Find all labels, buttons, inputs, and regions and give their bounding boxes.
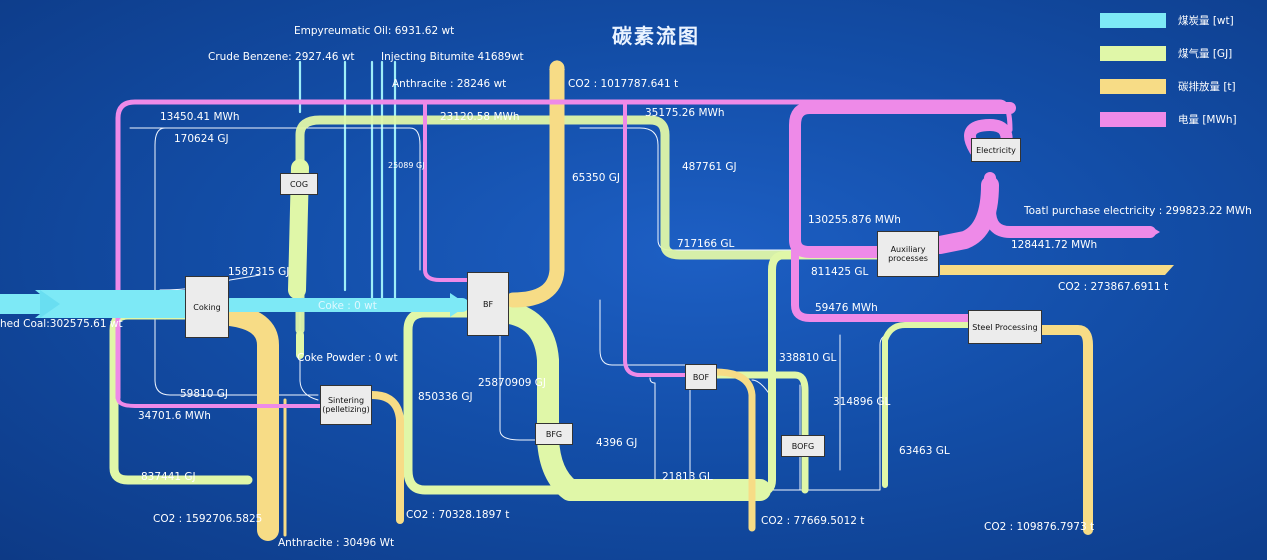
label-59810-gj: 59810 GJ	[180, 388, 228, 400]
flow-elec-bof	[623, 100, 688, 377]
flow-co2-bf-arrow	[549, 60, 565, 70]
label-co2-aux: CO2 : 273867.6911 t	[1058, 281, 1169, 293]
flow-elec-purchase-arrow	[1150, 226, 1160, 238]
legend-item-co2: 碳排放量 [t]	[1100, 78, 1260, 94]
flow-elec-to-aux	[931, 176, 999, 254]
label-4396-gj: 4396 GJ	[596, 437, 638, 449]
flow-elec-loop	[964, 119, 1013, 156]
label-59476-mwh: 59476 MWh	[815, 302, 878, 314]
label-837441-gj: 837441 GJ	[141, 471, 196, 483]
diagram-title: 碳素流图	[612, 24, 700, 48]
flow-coal-into-bf	[450, 293, 468, 317]
label-anthracite-sinter: Anthracite : 30496 Wt	[278, 537, 395, 549]
label-25870909-gj: 25870909 GJ	[478, 377, 547, 389]
flow-gas-cog-loop	[295, 115, 885, 335]
flow-coal-arrow	[40, 290, 60, 318]
node-steel-processing[interactable]: Steel Processing	[968, 310, 1042, 344]
node-auxiliary[interactable]: Auxiliary processes	[877, 231, 939, 277]
label-850336-gj: 850336 GJ	[418, 391, 473, 403]
node-coking[interactable]: Coking	[185, 276, 229, 338]
flow-co2-bf	[505, 60, 565, 308]
node-cog[interactable]: COG	[280, 173, 318, 195]
flow-gas-bof	[711, 371, 809, 494]
legend-item-coal: 煤炭量 [wt]	[1100, 12, 1260, 28]
flow-elec-steel	[791, 246, 972, 322]
label-13450-mwh: 13450.41 MWh	[160, 111, 240, 123]
flow-coal-washed	[0, 290, 188, 318]
label-338810-gl: 338810 GL	[779, 352, 837, 364]
node-sintering[interactable]: Sintering (pelletizing)	[320, 385, 372, 425]
flow-co2-sinter	[368, 391, 404, 524]
node-bofg[interactable]: BOFG	[781, 435, 825, 457]
node-electricity[interactable]: Electricity	[971, 138, 1021, 162]
legend-swatch-co2	[1100, 78, 1166, 94]
label-anthracite-bf: Anthracite : 28246 wt	[392, 78, 507, 90]
legend-swatch-coal	[1100, 12, 1166, 28]
label-130255-mwh: 130255.876 MWh	[808, 214, 901, 226]
legend-swatch-electricity	[1100, 111, 1166, 127]
legend-label-co2: 碳排放量 [t]	[1178, 80, 1236, 93]
label-65350-gj: 65350 GJ	[572, 172, 620, 184]
flow-line-gas-thin-3	[649, 334, 891, 493]
label-35175-mwh: 35175.26 MWh	[645, 107, 725, 119]
legend-label-coal: 煤炭量 [wt]	[1178, 14, 1234, 27]
node-bfg[interactable]: BFG	[535, 423, 573, 445]
label-63463-gl: 63463 GL	[899, 445, 950, 457]
label-coke: Coke : 0 wt	[318, 300, 377, 312]
label-injecting-bitumite: Injecting Bitumite 41689wt	[381, 51, 524, 63]
flow-elec-main	[115, 99, 1013, 401]
node-bf[interactable]: BF	[467, 272, 509, 336]
flow-elec-aux	[789, 102, 1016, 258]
legend-swatch-gas	[1100, 45, 1166, 61]
flow-co2-steel	[1035, 325, 1093, 535]
label-total-purchase: Toatl purchase electricity : 299823.22 M…	[1024, 205, 1252, 217]
label-25089-gj: 25089 GJ	[388, 161, 425, 170]
legend-item-electricity: 电量 [MWh]	[1100, 111, 1260, 127]
label-empyreumatic-oil: Empyreumatic Oil: 6931.62 wt	[294, 25, 455, 37]
label-128441-mwh: 128441.72 MWh	[1011, 239, 1098, 251]
label-314896-gl: 314896 GL	[833, 396, 891, 408]
label-co2-coking: CO2 : 1592706.5825	[153, 513, 263, 525]
flow-gas-bf-loop	[403, 308, 765, 495]
label-crude-benzene: Crude Benzene: 2927.46 wt	[208, 51, 355, 63]
legend: 煤炭量 [wt] 煤气量 [GJ] 碳排放量 [t] 电量 [MWh]	[1100, 12, 1260, 144]
legend-label-electricity: 电量 [MWh]	[1178, 113, 1237, 126]
label-717166-gl: 717166 GL	[677, 238, 735, 250]
label-170624-gj: 170624 GJ	[174, 133, 229, 145]
flow-co2-coking	[219, 304, 279, 541]
label-co2-bf: CO2 : 1017787.641 t	[568, 78, 679, 90]
label-co2-bof: CO2 : 77669.5012 t	[761, 515, 865, 527]
flow-co2-bof	[711, 368, 756, 532]
flow-elec-sinter	[116, 396, 322, 408]
flow-gas-aux-loop	[756, 251, 884, 496]
legend-item-gas: 煤气量 [GJ]	[1100, 45, 1260, 61]
label-811425-gl: 811425 GL	[811, 266, 869, 278]
flow-gas-bfg	[499, 302, 771, 501]
flow-gas-steel	[882, 322, 973, 488]
label-washed-coal: hed Coal:302575.61 wt	[0, 318, 123, 330]
label-coke-powder: Coke Powder : 0 wt	[297, 352, 398, 364]
label-co2-sinter: CO2 : 70328.1897 t	[406, 509, 510, 521]
label-21813-gl: 21813 GL	[662, 471, 713, 483]
legend-label-gas: 煤气量 [GJ]	[1178, 47, 1233, 60]
flow-elec-bf	[422, 100, 470, 282]
label-34701-mwh: 34701.6 MWh	[138, 410, 211, 422]
flow-co2-aux	[940, 265, 1174, 275]
label-23120-mwh: 23120.58 MWh	[440, 111, 520, 123]
flow-line-gas-thin	[129, 127, 421, 396]
label-1587315-gj: 1587315 GJ	[228, 266, 290, 278]
label-487761-gj: 487761 GJ	[682, 161, 737, 173]
flow-line-coal-thin	[298, 60, 397, 307]
label-co2-steel: CO2 : 109876.7973 t	[984, 521, 1095, 533]
node-bof[interactable]: BOF	[685, 364, 717, 390]
